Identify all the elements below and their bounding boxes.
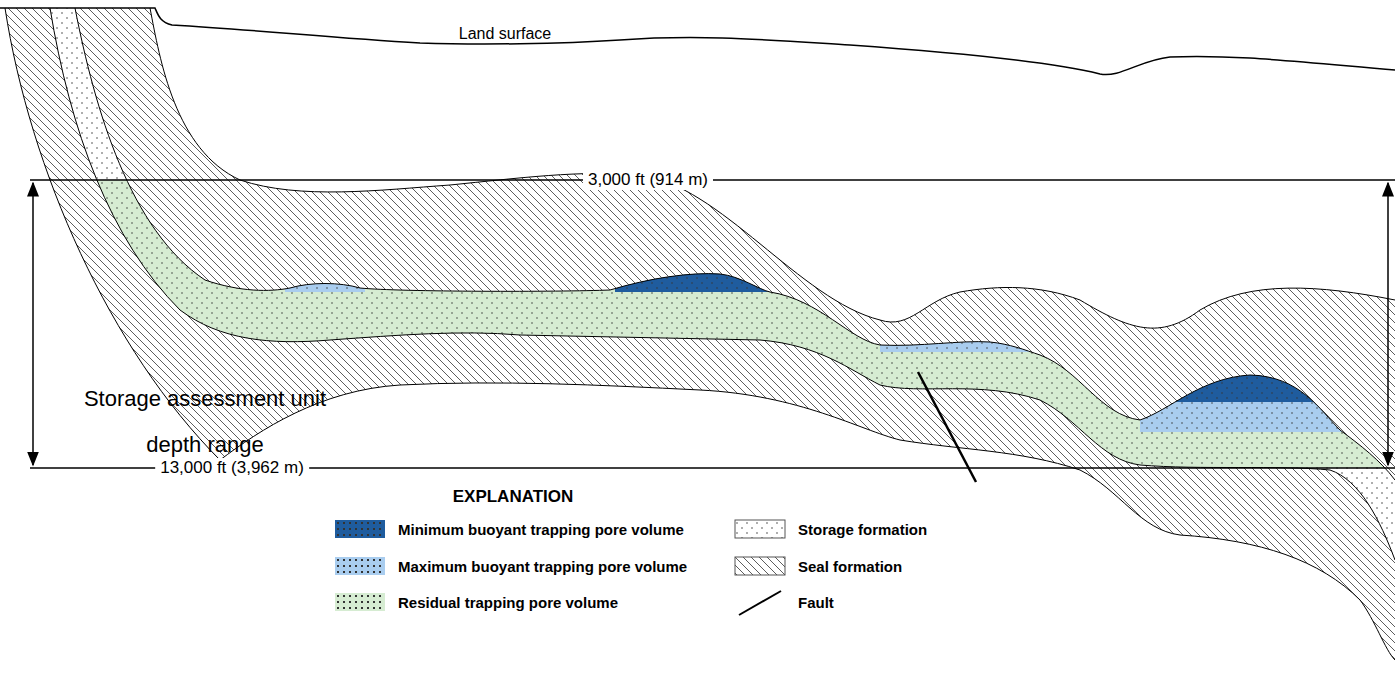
diagram-label: Storage assessment unit depth range — [55, 376, 355, 468]
diagram-label: 3,000 ft (914 m) — [583, 170, 713, 190]
formation-boundary — [50, 8, 1395, 560]
storage-layer — [0, 8, 1395, 693]
legend-fault — [739, 591, 781, 615]
ground-below — [0, 8, 1395, 693]
legend-swatch — [735, 520, 785, 538]
diagram-label: EXPLANATION — [453, 487, 574, 507]
legend-symbol — [735, 557, 785, 575]
legend-symbol — [735, 587, 785, 605]
legend-swatch — [735, 557, 785, 575]
legend-symbol — [735, 520, 785, 538]
land-surface — [0, 8, 1395, 75]
diagram-label: Land surface — [459, 25, 552, 43]
storage-dots — [0, 8, 1395, 693]
fault-line — [918, 372, 976, 482]
legend-text: Minimum buoyant trapping pore volume — [398, 521, 684, 538]
legend-text: Maximum buoyant trapping pore volume — [398, 558, 687, 575]
formation-boundary — [5, 8, 1395, 660]
seal-layer — [0, 8, 1395, 693]
legend-swatch — [735, 520, 785, 538]
legend-text: Fault — [798, 594, 834, 611]
legend-text: Residual trapping pore volume — [398, 594, 618, 611]
seal-layer — [0, 8, 1395, 693]
residual-trapping-zone — [0, 180, 1395, 468]
legend-swatch — [335, 593, 385, 611]
depth-arrow — [32, 183, 34, 465]
diagram-label: 13,000 ft (3,962 m) — [155, 458, 309, 478]
legend-swatch — [335, 557, 385, 575]
depth-arrow — [1387, 183, 1389, 465]
legend-text: Storage formation — [798, 521, 927, 538]
legend-swatch — [335, 520, 385, 538]
legend-text: Seal formation — [798, 558, 902, 575]
